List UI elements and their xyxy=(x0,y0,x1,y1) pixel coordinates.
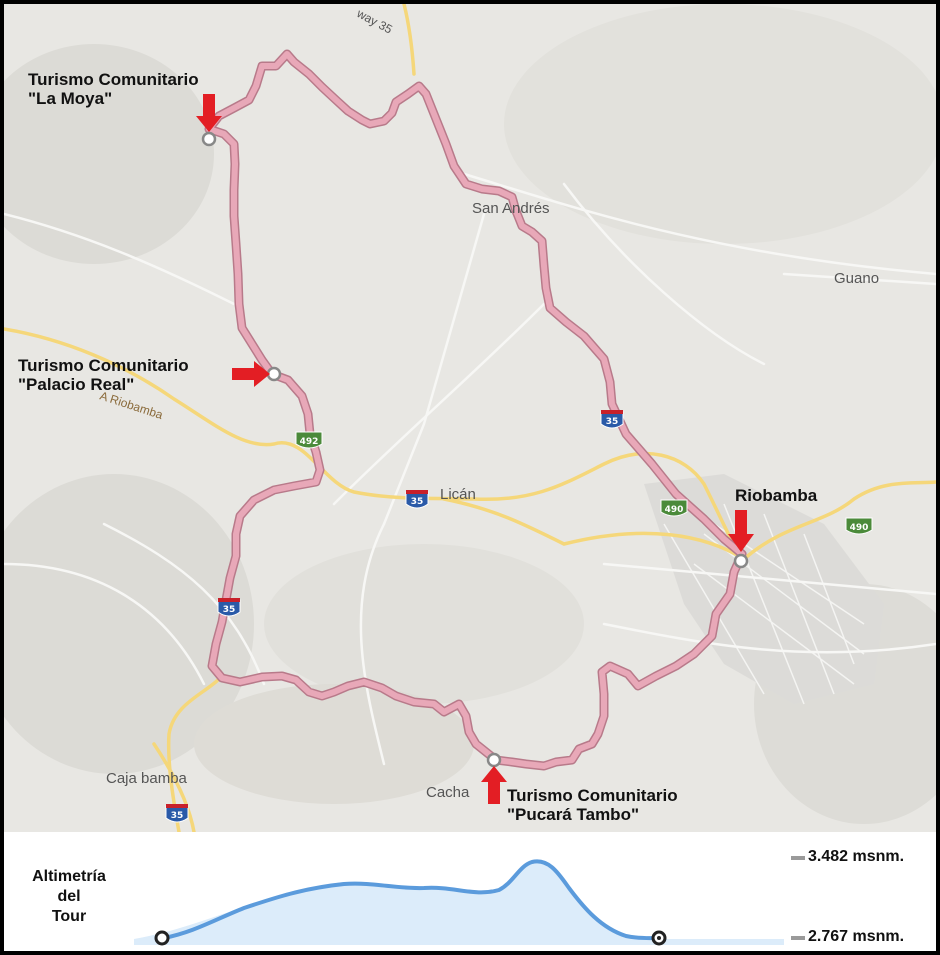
profile-chart xyxy=(134,856,805,946)
place-san-andres: San Andrés xyxy=(472,200,550,217)
profile-title: Altimetría del Tour xyxy=(26,867,112,927)
stop-markers xyxy=(201,131,749,768)
callout-riobamba: Riobamba xyxy=(735,486,817,505)
svg-text:35: 35 xyxy=(411,497,424,507)
minor-roads xyxy=(4,172,936,766)
profile-title-line1: Altimetría xyxy=(32,868,106,885)
map-canvas: 35 35 35 35 492 49 xyxy=(4,4,936,832)
shield-i35-lican: 35 xyxy=(405,490,429,509)
arrow-down-la-moya-icon xyxy=(196,94,222,132)
svg-text:492: 492 xyxy=(300,437,319,447)
altimetry-profile: Altimetría del Tour 3.482 msnm. 2.767 ms… xyxy=(4,832,936,951)
altitude-max-label: 3.482 msnm. xyxy=(808,848,905,865)
arrow-right-palacio-real-icon xyxy=(232,361,270,387)
elevation-area xyxy=(134,859,784,945)
profile-end-marker xyxy=(651,930,667,946)
place-guano: Guano xyxy=(834,270,880,287)
marker-riobamba xyxy=(733,553,749,569)
profile-start-marker xyxy=(154,930,170,946)
profile-title-line2: del xyxy=(57,888,81,905)
callout-la-moya-line1: Turismo Comunitario xyxy=(28,70,199,89)
shield-i35-south: 35 xyxy=(165,804,189,823)
callout-palacio-real: Turismo Comunitario "Palacio Real" xyxy=(18,356,189,394)
svg-text:35: 35 xyxy=(171,811,184,821)
callout-palacio-real-line2: "Palacio Real" xyxy=(18,375,135,394)
callout-la-moya-line2: "La Moya" xyxy=(28,89,113,108)
arrow-up-pucara-tambo-icon xyxy=(481,766,507,804)
svg-text:35: 35 xyxy=(606,417,619,427)
marker-pucara-tambo xyxy=(486,752,502,768)
shield-492: 492 xyxy=(295,431,323,449)
callout-pucara-tambo: Turismo Comunitario "Pucará Tambo" xyxy=(507,786,678,824)
shield-i35-north: 35 xyxy=(600,410,624,429)
callout-pucara-tambo-line1: Turismo Comunitario xyxy=(507,786,678,805)
svg-text:35: 35 xyxy=(223,605,236,615)
tour-route xyxy=(204,49,747,771)
svg-text:490: 490 xyxy=(665,505,684,515)
shield-490-center: 490 xyxy=(660,499,688,517)
route-map: 35 35 35 35 492 49 xyxy=(4,4,936,832)
shield-490-east: 490 xyxy=(845,517,873,535)
shield-i35-west: 35 xyxy=(217,598,241,617)
min-tick xyxy=(791,936,805,940)
max-tick xyxy=(791,856,805,860)
place-lican: Licán xyxy=(440,486,476,503)
elevation-line xyxy=(162,859,661,941)
callout-riobamba-line1: Riobamba xyxy=(735,486,818,505)
svg-text:490: 490 xyxy=(850,523,869,533)
red-arrows xyxy=(196,94,754,804)
profile-title-line3: Tour xyxy=(51,908,87,925)
callout-la-moya: Turismo Comunitario "La Moya" xyxy=(28,70,199,108)
place-caja-bamba: Caja bamba xyxy=(106,770,187,787)
place-cacha: Cacha xyxy=(426,784,470,801)
callout-pucara-tambo-line2: "Pucará Tambo" xyxy=(507,805,640,824)
road-label-highway-top: way 35 xyxy=(354,6,395,37)
arrow-down-riobamba-icon xyxy=(728,510,754,552)
altitude-min-label: 2.767 msnm. xyxy=(808,928,905,945)
riobamba-urban-area xyxy=(644,474,884,705)
marker-la-moya xyxy=(201,131,217,147)
callout-palacio-real-line1: Turismo Comunitario xyxy=(18,356,189,375)
